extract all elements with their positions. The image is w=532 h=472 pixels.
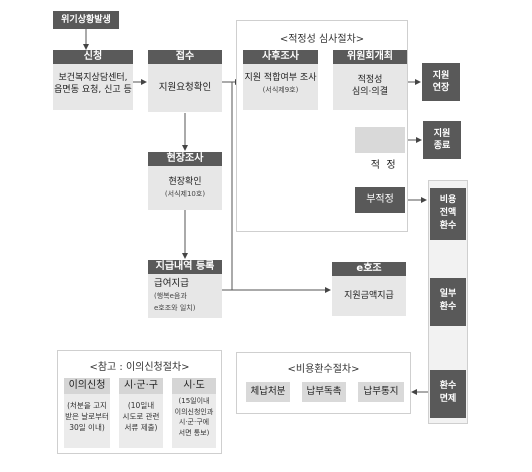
objection-title: <참고 : 이의신청절차>	[89, 362, 190, 373]
field-body-text: 현장확인	[168, 177, 202, 187]
objection-step-2-line-3: 서류 제출)	[124, 423, 158, 432]
refund-partial-line-2: 환수	[439, 302, 457, 312]
objection-step-1-body: (처분을 고지 받은 날로부터 30일 이내)	[64, 394, 110, 448]
objection-step-2-line-1: (10일내	[127, 401, 155, 410]
payment-body-sub-2: e호조와 일치)	[154, 304, 196, 312]
refund-partial-line-1: 일부	[439, 289, 457, 299]
refund-exempt-line-2: 면제	[439, 394, 457, 404]
objection-step-2-body: (10일내 시도로 관련 서류 제출)	[119, 394, 163, 448]
objection-step-2-line-2: 시도로 관련	[122, 412, 160, 421]
refund-item-arrears-label: 체납처분	[250, 386, 286, 397]
proper-label: 적 정	[370, 160, 396, 171]
ehojo-title: e호조	[332, 262, 406, 276]
apply-body-line-2: 읍면동 요청, 신고 등	[54, 85, 132, 95]
refund-exempt-box: 환수 면제	[430, 370, 466, 418]
refund-full-line-1: 비용	[439, 195, 457, 205]
ehojo-body: 지원금액지급	[332, 276, 406, 316]
objection-step-3-line-4: 서면 통보)	[178, 428, 210, 437]
proper-box: 적 정	[355, 127, 405, 171]
support-extension-line-1: 지원	[432, 71, 450, 81]
support-extension-box: 지원 연장	[422, 63, 460, 101]
objection-step-1-line-1: (처분을 고지	[67, 401, 107, 410]
payment-body-sub-1: (행복e음과	[154, 292, 187, 300]
refund-item-arrears: 체납처분	[246, 382, 290, 402]
refund-full-line-3: 환수	[439, 221, 457, 231]
objection-step-3-title: 시·도	[172, 378, 216, 394]
objection-step-1: 이의신청 (처분을 고지 받은 날로부터 30일 이내)	[64, 378, 110, 448]
intake-body: 지원요청확인	[148, 64, 222, 112]
post-review-body-text: 지원 적합여부 조사	[244, 73, 317, 83]
support-extension-line-2: 연장	[432, 83, 450, 93]
apply-box: 신청 보건복지상담센터, 읍면동 요청, 신고 등	[53, 50, 133, 110]
improper-label: 부적정	[366, 194, 394, 205]
payment-body: 급여지급 (행복e음과 e호조와 일치)	[148, 274, 222, 318]
refund-item-reminder: 납부독촉	[302, 382, 346, 402]
committee-box: 위원회개최 적정성 심의·의결	[333, 50, 407, 110]
refund-partial-box: 일부 환수	[430, 278, 466, 326]
committee-body: 적정성 심의·의결	[333, 64, 407, 110]
ehojo-body-text: 지원금액지급	[344, 291, 394, 301]
refund-full-box: 비용 전액 환수	[430, 188, 466, 240]
objection-step-2-title: 시·군·구	[119, 378, 163, 394]
start-box: 위기상황발생	[53, 11, 119, 29]
support-end-box: 지원 종료	[423, 121, 461, 159]
refund-full-line-2: 전액	[439, 208, 457, 218]
post-review-box: 사후조사 지원 적합여부 조사 (서식제9호)	[243, 50, 318, 110]
payment-body-text: 급여지급	[154, 278, 189, 289]
refund-item-reminder-label: 납부독촉	[306, 386, 342, 397]
intake-box: 접수 지원요청확인	[148, 50, 222, 112]
committee-title: 위원회개최	[333, 50, 407, 64]
committee-body-line-1: 적정성	[357, 75, 383, 85]
objection-step-1-title: 이의신청	[64, 378, 110, 394]
review-title: <적정성 심사절차>	[279, 34, 365, 45]
refund-item-notice-label: 납부통지	[363, 386, 399, 397]
start-label: 위기상황발생	[61, 15, 111, 25]
objection-step-3: 시·도 (15일이내 이의신청인과 시·군·구에 서면 통보)	[172, 378, 216, 448]
apply-title: 신청	[53, 50, 133, 64]
improper-box: 부적정	[355, 187, 405, 213]
objection-step-3-line-3: 시·군·구에	[178, 418, 210, 426]
support-end-line-1: 지원	[433, 129, 451, 139]
objection-step-3-body: (15일이내 이의신청인과 시·군·구에 서면 통보)	[172, 394, 216, 448]
field-body-sub: (서식제10호)	[164, 190, 206, 198]
intake-body-text: 지원요청확인	[158, 82, 212, 93]
objection-step-1-line-3: 30일 이내)	[69, 423, 105, 432]
payment-title: 지급내역 등록	[148, 260, 222, 274]
post-review-body-sub: (서식제9호)	[262, 86, 299, 94]
apply-body-line-1: 보건복지상담센터,	[58, 73, 128, 83]
objection-step-3-line-1: (15일이내	[178, 397, 210, 405]
field-title: 현장조사	[148, 152, 222, 166]
committee-body-line-2: 심의·의결	[352, 87, 388, 97]
payment-box: 지급내역 등록 급여지급 (행복e음과 e호조와 일치)	[148, 260, 222, 318]
objection-step-3-line-2: 이의신청인과	[174, 407, 214, 416]
field-body: 현장확인 (서식제10호)	[148, 166, 222, 210]
intake-title: 접수	[148, 50, 222, 64]
apply-body: 보건복지상담센터, 읍면동 요청, 신고 등	[53, 64, 133, 110]
objection-step-1-line-2: 받은 날로부터	[65, 412, 109, 421]
post-review-title: 사후조사	[243, 50, 318, 64]
objection-step-2: 시·군·구 (10일내 시도로 관련 서류 제출)	[119, 378, 163, 448]
support-end-line-2: 종료	[433, 141, 451, 151]
refund-exempt-line-1: 환수	[439, 381, 457, 391]
refund-title: <비용환수절차>	[287, 364, 360, 375]
ehojo-box: e호조 지원금액지급	[332, 262, 406, 316]
field-box: 현장조사 현장확인 (서식제10호)	[148, 152, 222, 210]
refund-item-notice: 납부통지	[358, 382, 404, 402]
post-review-body: 지원 적합여부 조사 (서식제9호)	[243, 64, 318, 110]
